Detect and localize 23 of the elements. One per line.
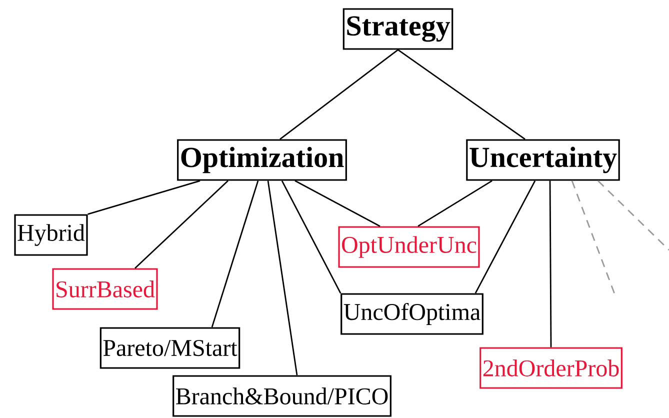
category-box: Uncertainty [466,139,620,181]
category-box: Strategy [342,8,454,50]
connector-line [267,180,298,376]
method-box: OptUnderUnc [338,226,480,268]
connector-line [88,180,200,215]
method-box: Pareto/MStart [100,327,240,369]
connector-line [474,180,536,294]
method-box: SurrBased [52,268,158,310]
method-box: Hybrid [14,214,88,256]
connector-line [134,180,228,269]
method-box: UncOfOptima [340,293,484,335]
category-box: Optimization [177,139,347,181]
connector-line [280,49,398,140]
connector-line [398,49,526,140]
connector-line [281,180,342,294]
connector-line [418,180,492,227]
method-box: 2ndOrderProb [480,347,622,389]
connector-line [294,180,380,227]
connector-line [549,180,552,348]
dashed-line [571,180,616,296]
connector-line [211,180,259,328]
dashed-line [598,180,669,250]
method-box: Branch&Bound/PICO [172,375,392,417]
